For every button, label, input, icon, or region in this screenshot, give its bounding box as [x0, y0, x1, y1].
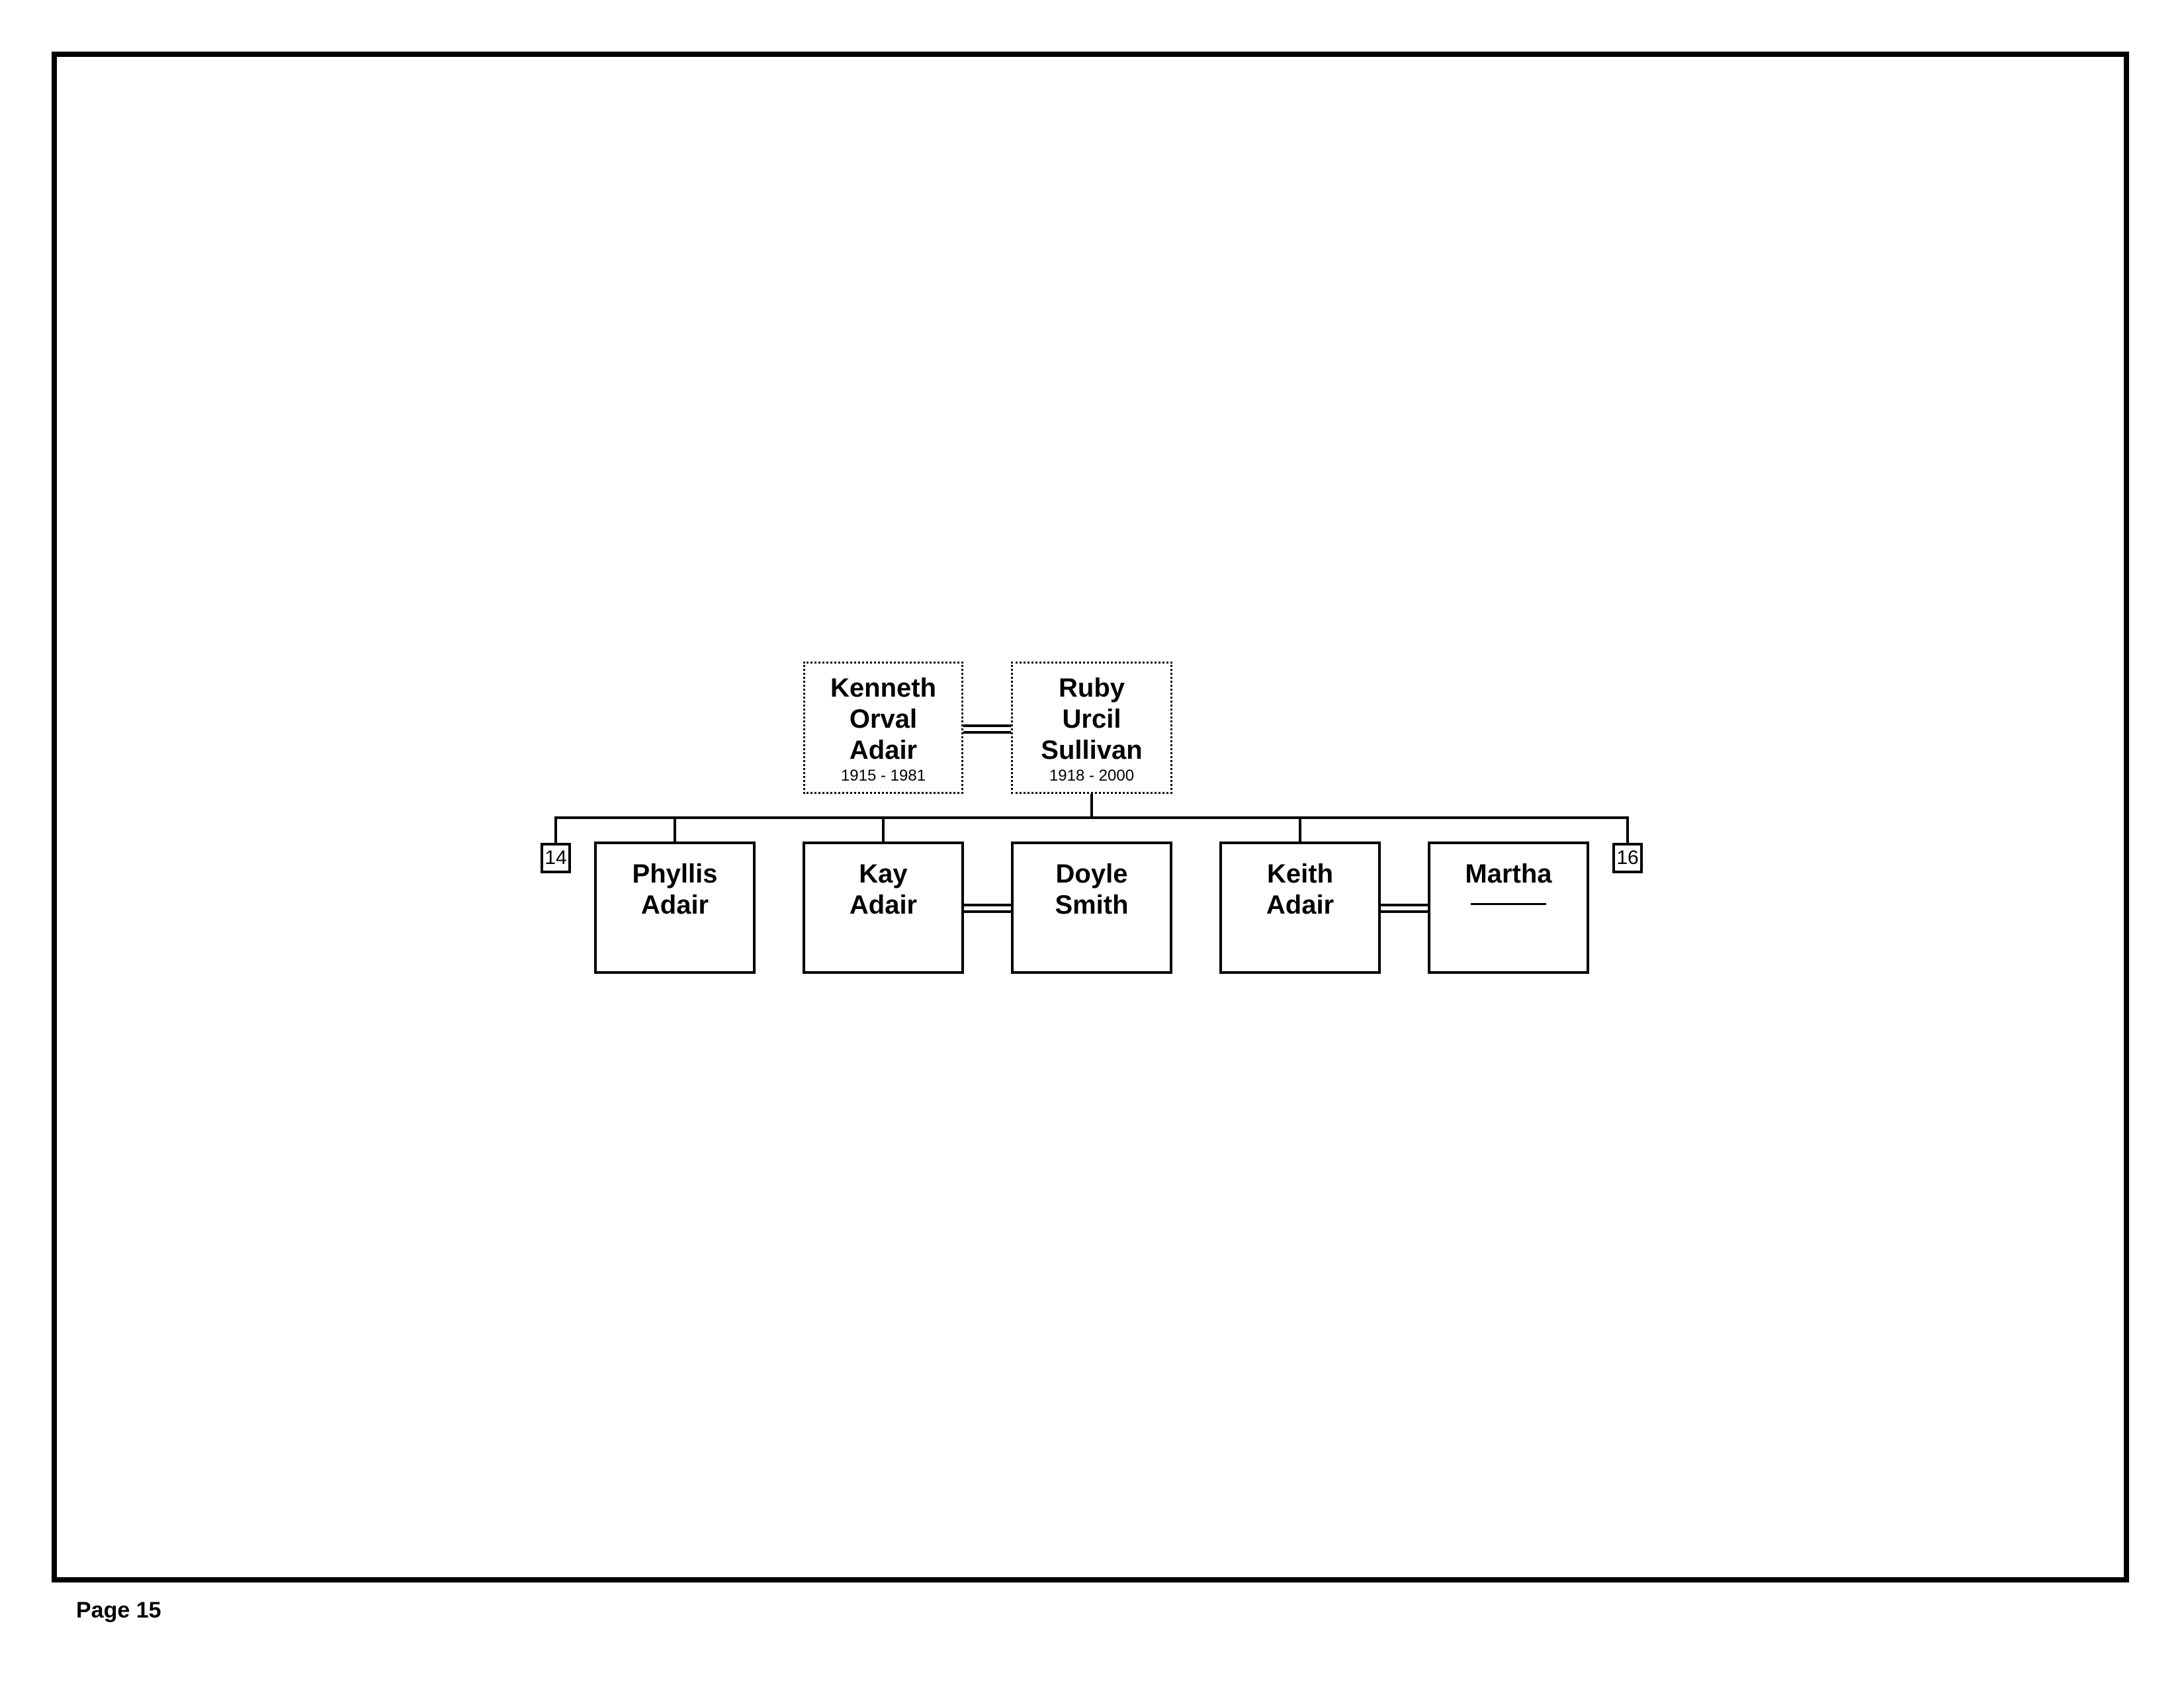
person-last-name: Adair: [849, 736, 918, 765]
page-number-label: Page 15: [76, 1598, 161, 1623]
person-last-name: Adair: [849, 890, 918, 920]
page-frame: [52, 52, 2129, 1582]
person-last-name: Adair: [1266, 890, 1334, 920]
drop-line-page-ref-right: [1626, 816, 1629, 844]
person-last-name: Sullivan: [1041, 736, 1143, 765]
marriage-line: [963, 724, 1011, 727]
person-first-name: Kay: [859, 859, 908, 888]
drop-line-keith: [1299, 816, 1301, 843]
person-keith-adair[interactable]: Keith Adair: [1219, 842, 1381, 974]
person-dates: 1915 - 1981: [840, 767, 926, 785]
person-first-name: Ruby: [1059, 673, 1125, 703]
person-dates: 1918 - 2000: [1049, 767, 1135, 785]
person-first-name: Kenneth: [830, 673, 936, 703]
person-doyle-smith[interactable]: Doyle Smith: [1011, 842, 1172, 974]
marriage-line: [1381, 910, 1428, 913]
person-phyllis-adair[interactable]: Phyllis Adair: [594, 842, 756, 974]
descent-line: [1090, 794, 1093, 819]
person-last-name: Smith: [1055, 890, 1129, 920]
marriage-line: [963, 731, 1011, 734]
person-first-name: Martha: [1465, 859, 1552, 888]
person-martha[interactable]: Martha: [1428, 842, 1589, 974]
person-first-name: Doyle: [1055, 859, 1128, 888]
drop-line-phyllis: [674, 816, 676, 843]
unknown-surname-line: [1471, 903, 1546, 905]
person-middle-name: Urcil: [1062, 705, 1121, 734]
page-ref-right[interactable]: 16: [1612, 843, 1643, 873]
page-ref-left[interactable]: 14: [541, 843, 571, 873]
drop-line-kay: [882, 816, 885, 843]
person-last-name: Adair: [640, 890, 709, 920]
person-first-name: Phyllis: [632, 859, 718, 888]
marriage-line: [1381, 904, 1428, 906]
person-kay-adair[interactable]: Kay Adair: [803, 842, 964, 974]
person-middle-name: Orval: [849, 705, 918, 734]
person-first-name: Keith: [1267, 859, 1333, 888]
person-kenneth-adair[interactable]: Kenneth Orval Adair 1915 - 1981: [803, 662, 963, 794]
marriage-line: [964, 910, 1011, 913]
sibling-bar: [554, 816, 1629, 819]
drop-line-page-ref-left: [554, 816, 557, 844]
marriage-line: [964, 904, 1011, 906]
person-ruby-sullivan[interactable]: Ruby Urcil Sullivan 1918 - 2000: [1011, 662, 1172, 794]
